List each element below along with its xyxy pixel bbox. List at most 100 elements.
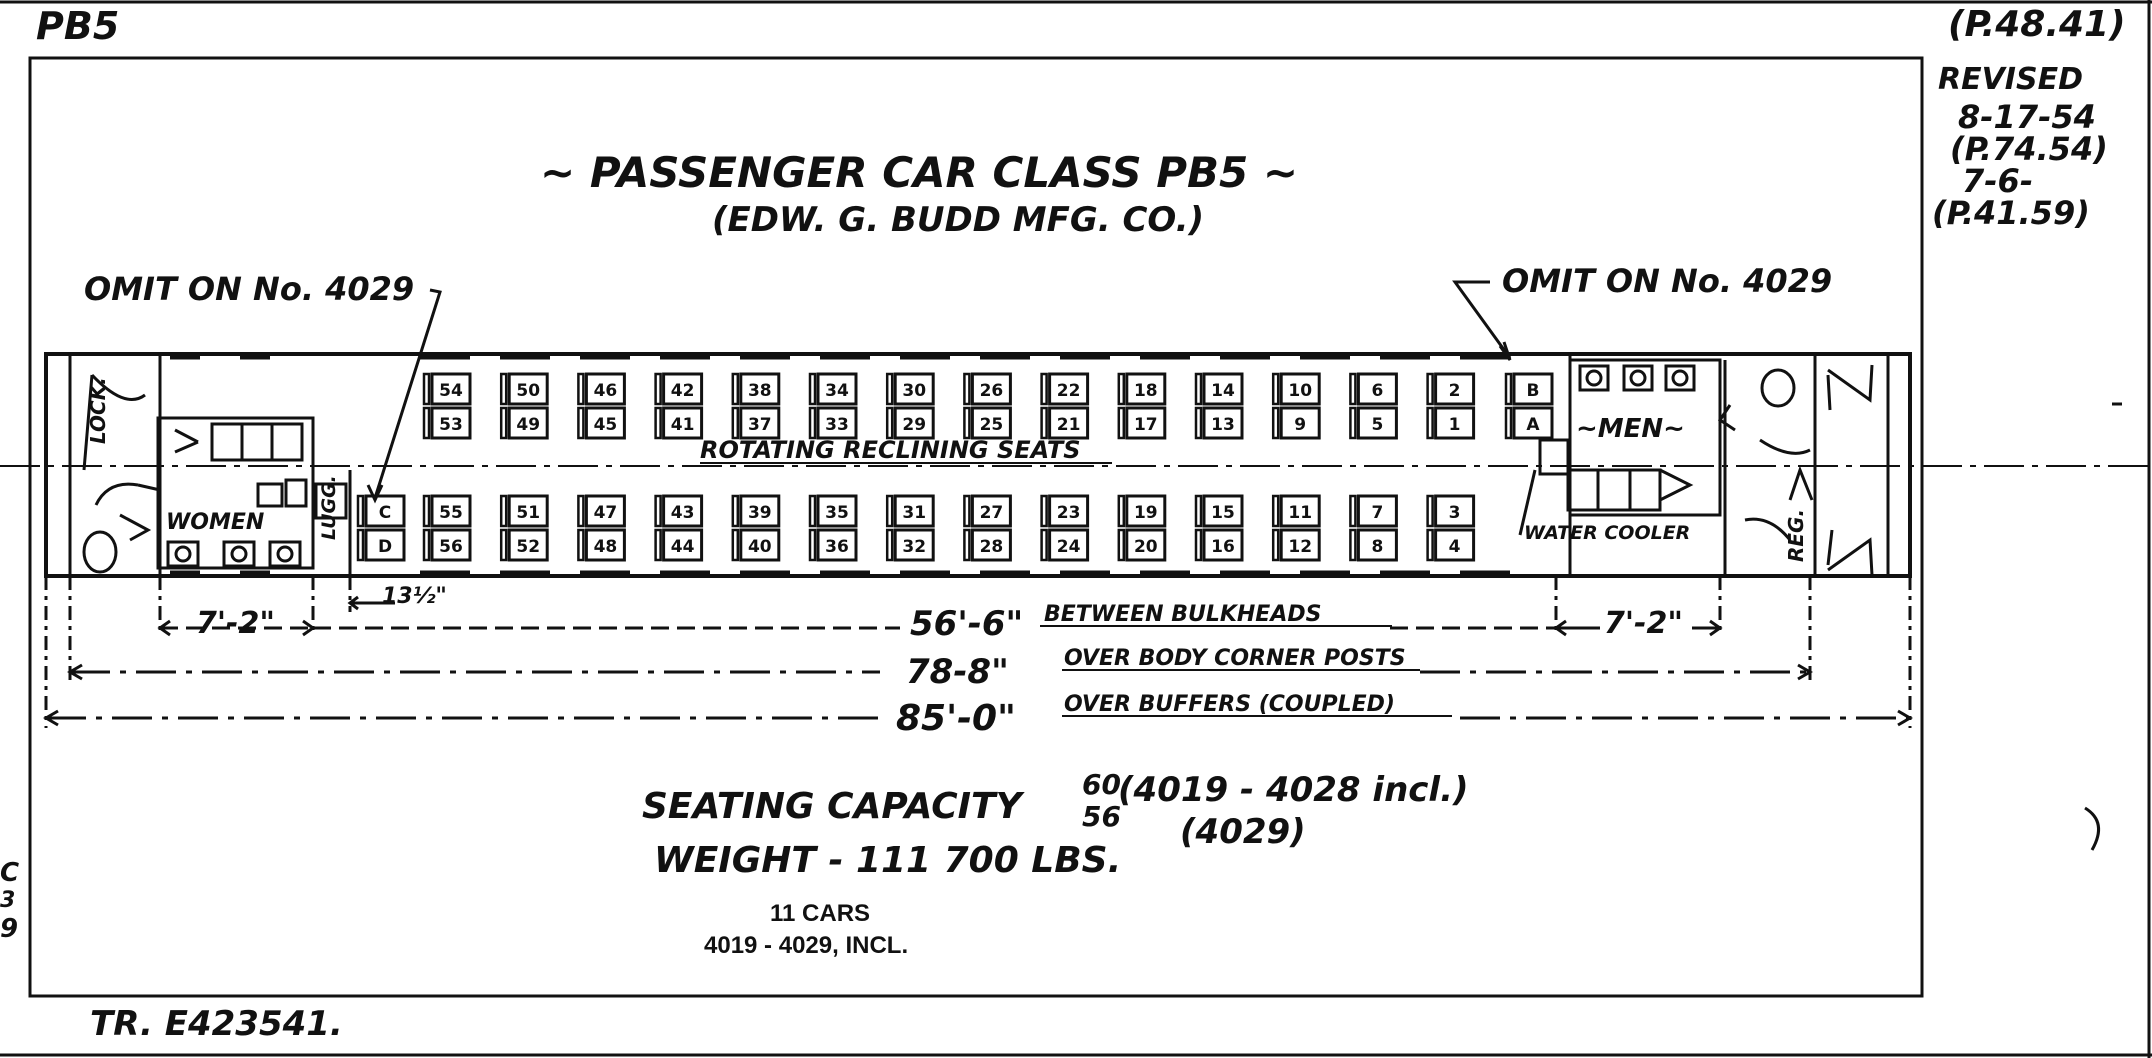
seat-cushion — [893, 406, 935, 440]
seat-cushion — [739, 406, 781, 440]
seat-back — [1426, 406, 1434, 440]
seat-cushion — [1048, 528, 1090, 562]
seat-cushion — [1202, 494, 1244, 528]
seat-back — [1426, 494, 1434, 528]
seat-36: 36 — [808, 528, 858, 562]
seat-number: A — [1526, 415, 1540, 435]
seat-number: 37 — [748, 415, 772, 435]
seat-back — [963, 494, 971, 528]
seat-back — [1426, 372, 1434, 406]
seat-back — [1194, 528, 1203, 562]
manufacturer: (EDW. G. BUDD MFG. CO.) — [712, 200, 1205, 240]
seat-cushion — [1356, 528, 1398, 562]
dim-corner-posts-value: 78-8" — [906, 652, 1009, 692]
seat-number: 25 — [980, 415, 1004, 435]
seat-40: 40 — [731, 528, 781, 562]
ref-code: (P.48.41) — [1948, 4, 2126, 45]
seat-44: 44 — [654, 528, 704, 562]
seat-cushion — [739, 494, 781, 528]
seat-number: 41 — [671, 415, 695, 435]
seat-number: 34 — [825, 381, 849, 401]
seat-back — [731, 372, 740, 406]
seat-back — [1040, 372, 1048, 406]
luggage-label: LUGG. — [318, 475, 340, 540]
seat-37: 37 — [731, 406, 781, 440]
dim-luggage-width: 13½" — [382, 584, 447, 609]
seat-back — [1349, 406, 1357, 440]
seat-C: C — [356, 494, 406, 528]
seat-back — [963, 372, 971, 406]
seat-number: 46 — [594, 381, 618, 401]
seat-cushion — [1125, 528, 1167, 562]
seat-cushion — [662, 528, 704, 562]
capacity-range-b: (4029) — [1180, 812, 1306, 852]
seat-27: 27 — [963, 494, 1012, 528]
seat-34: 34 — [808, 372, 858, 406]
seat-cushion — [1279, 494, 1321, 528]
seat-back — [499, 494, 508, 528]
dim-buffers-label: OVER BUFFERS (COUPLED) — [1064, 692, 1395, 717]
seat-number: 48 — [594, 537, 618, 557]
seat-cushion — [970, 494, 1012, 528]
seat-35: 35 — [808, 494, 858, 528]
aisle-label: ROTATING RECLINING SEATS — [700, 436, 1081, 464]
omit-note-right: OMIT ON No. 4029 — [1502, 262, 1833, 300]
seat-cushion — [1202, 406, 1244, 440]
seat-cushion — [1279, 406, 1321, 440]
seat-number: 33 — [825, 415, 849, 435]
seat-number: 29 — [902, 415, 926, 435]
capacity-seats-b: 56 — [1082, 800, 1121, 833]
seat-number: 18 — [1134, 381, 1158, 401]
seat-number: 54 — [439, 381, 463, 401]
seat-cushion — [1512, 372, 1554, 406]
seat-45: 45 — [577, 406, 626, 440]
seat-back — [1271, 528, 1280, 562]
seat-number: 43 — [671, 503, 695, 523]
seat-back — [356, 528, 365, 562]
seat-cushion — [364, 528, 406, 562]
seat-43: 43 — [654, 494, 704, 528]
seat-back — [1194, 494, 1203, 528]
seat-6: 6 — [1349, 372, 1398, 406]
seat-47: 47 — [577, 494, 626, 528]
seat-cushion — [662, 494, 704, 528]
window-stripes — [170, 354, 1510, 576]
seat-cushion — [430, 372, 472, 406]
seat-number: 39 — [748, 503, 772, 523]
seat-cushion — [507, 494, 549, 528]
seat-cushion — [893, 372, 935, 406]
seat-cushion — [430, 528, 472, 562]
dim-left-room: 7'-2" — [196, 606, 276, 641]
seat-53: 53 — [422, 406, 472, 440]
seat-cushion — [364, 494, 406, 528]
seat-16: 16 — [1194, 528, 1244, 562]
seat-cushion — [893, 494, 935, 528]
water-cooler-label: WATER COOLER — [1524, 522, 1691, 544]
dimension-lines — [43, 576, 1913, 728]
seat-back — [654, 528, 662, 562]
tracing-number: TR. E423541. — [90, 1004, 343, 1044]
seat-back — [731, 528, 740, 562]
seat-back — [1349, 372, 1357, 406]
seat-52: 52 — [499, 528, 549, 562]
seat-cushion — [816, 406, 858, 440]
drawing-title: ~ PASSENGER CAR CLASS PB5 ~ — [540, 148, 1299, 197]
seat-number: 45 — [594, 415, 618, 435]
seat-number: 8 — [1371, 537, 1383, 557]
seat-number: 5 — [1371, 415, 1383, 435]
seat-23: 23 — [1040, 494, 1090, 528]
capacity-label: SEATING CAPACITY — [642, 786, 1022, 827]
capacity-range-a: (4019 - 4028 incl.) — [1118, 770, 1469, 810]
seat-22: 22 — [1040, 372, 1090, 406]
seat-number: 21 — [1057, 415, 1081, 435]
seat-33: 33 — [808, 406, 858, 440]
seat-cushion — [970, 372, 1012, 406]
seat-number: 42 — [671, 381, 695, 401]
seat-4: 4 — [1426, 528, 1476, 562]
seat-number: 53 — [439, 415, 463, 435]
seat-back — [885, 494, 894, 528]
seat-cushion — [1434, 528, 1476, 562]
seat-55: 55 — [422, 494, 472, 528]
reg-label: REG. — [1784, 508, 1808, 562]
